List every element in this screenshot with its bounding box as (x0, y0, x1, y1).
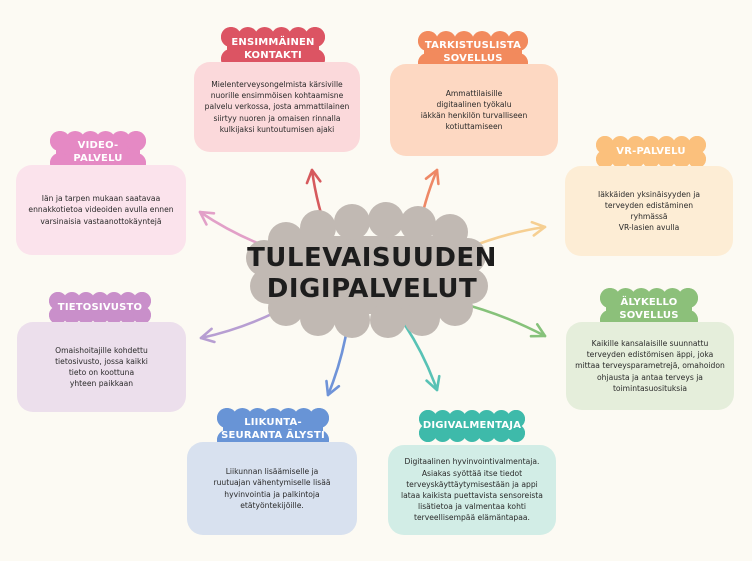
node-vr-box: Iäkkäiden yksinäisyyden ja terveyden edi… (565, 166, 733, 256)
node-tarkistuslista-box: Ammattilaisille digitaalinen työkalu iäk… (390, 64, 558, 156)
node-digivalmentaja-box: Digitaalinen hyvinvointivalmentaja. Asia… (388, 445, 556, 535)
node-ensimmainen-title: ENSIMMÄINEN KONTAKTI (231, 36, 315, 62)
node-video-box: Iän ja tarpen mukaan saatavaa ennakkotie… (16, 165, 186, 255)
node-digivalmentaja-text: Digitaalinen hyvinvointivalmentaja. Asia… (401, 457, 543, 523)
node-ensimmainen-text: Mielenterveysongelmista kärsiville nuori… (204, 79, 350, 134)
node-tietosivusto-title: TIETOSIVUSTO (57, 302, 143, 314)
node-liikunta-title: LIIKUNTA- SEURANTA ÄLYSTI (221, 416, 325, 442)
node-digivalmentaja-title: DIGIVALMENTAJA (422, 420, 522, 432)
arrow-digivalmentaja (403, 323, 441, 392)
node-alykello-text: Kaikille kansalaisille suunnattu terveyd… (575, 338, 725, 393)
node-digivalmentaja-tag-shape (419, 410, 525, 443)
node-vr-text: Iäkkäiden yksinäisyyden ja terveyden edi… (598, 189, 700, 233)
node-liikunta-text: Liikunnan lisäämiselle ja ruutuajan vähe… (213, 467, 331, 510)
node-liikunta-box: Liikunnan lisäämiselle ja ruutuajan vähe… (187, 442, 357, 535)
node-tietosivusto-text: Omaishoitajille kohdettu tietosivusto, j… (55, 345, 148, 389)
node-alykello-title: ÄLYKELLO SOVELLUS (619, 296, 679, 322)
node-vr-tag-shape (596, 136, 706, 168)
node-video-text: Iän ja tarpen mukaan saatavaa ennakkotie… (28, 194, 174, 226)
node-tietosivusto-box: Omaishoitajille kohdettu tietosivusto, j… (17, 322, 186, 412)
node-tarkistuslista-title: TARKISTUSLISTA SOVELLUS (424, 39, 522, 65)
node-video-title: VIDEO- PALVELU (73, 139, 123, 165)
node-tarkistuslista-text: Ammattilaisille digitaalinen työkalu iäk… (420, 88, 528, 132)
node-alykello-box: Kaikille kansalaisille suunnattu terveyd… (566, 322, 734, 410)
node-vr-title: VR-PALVELU (616, 146, 686, 158)
node-tietosivusto-tag-shape (49, 292, 151, 325)
node-ensimmainen-box: Mielenterveysongelmista kärsiville nuori… (194, 62, 360, 152)
center-title: TULEVAISUUDEN DIGIPALVELUT (247, 243, 497, 304)
arrow-tietosivusto (199, 310, 278, 344)
node-ensimmainen-tag-shape (221, 27, 325, 69)
center-cloud (246, 202, 488, 338)
